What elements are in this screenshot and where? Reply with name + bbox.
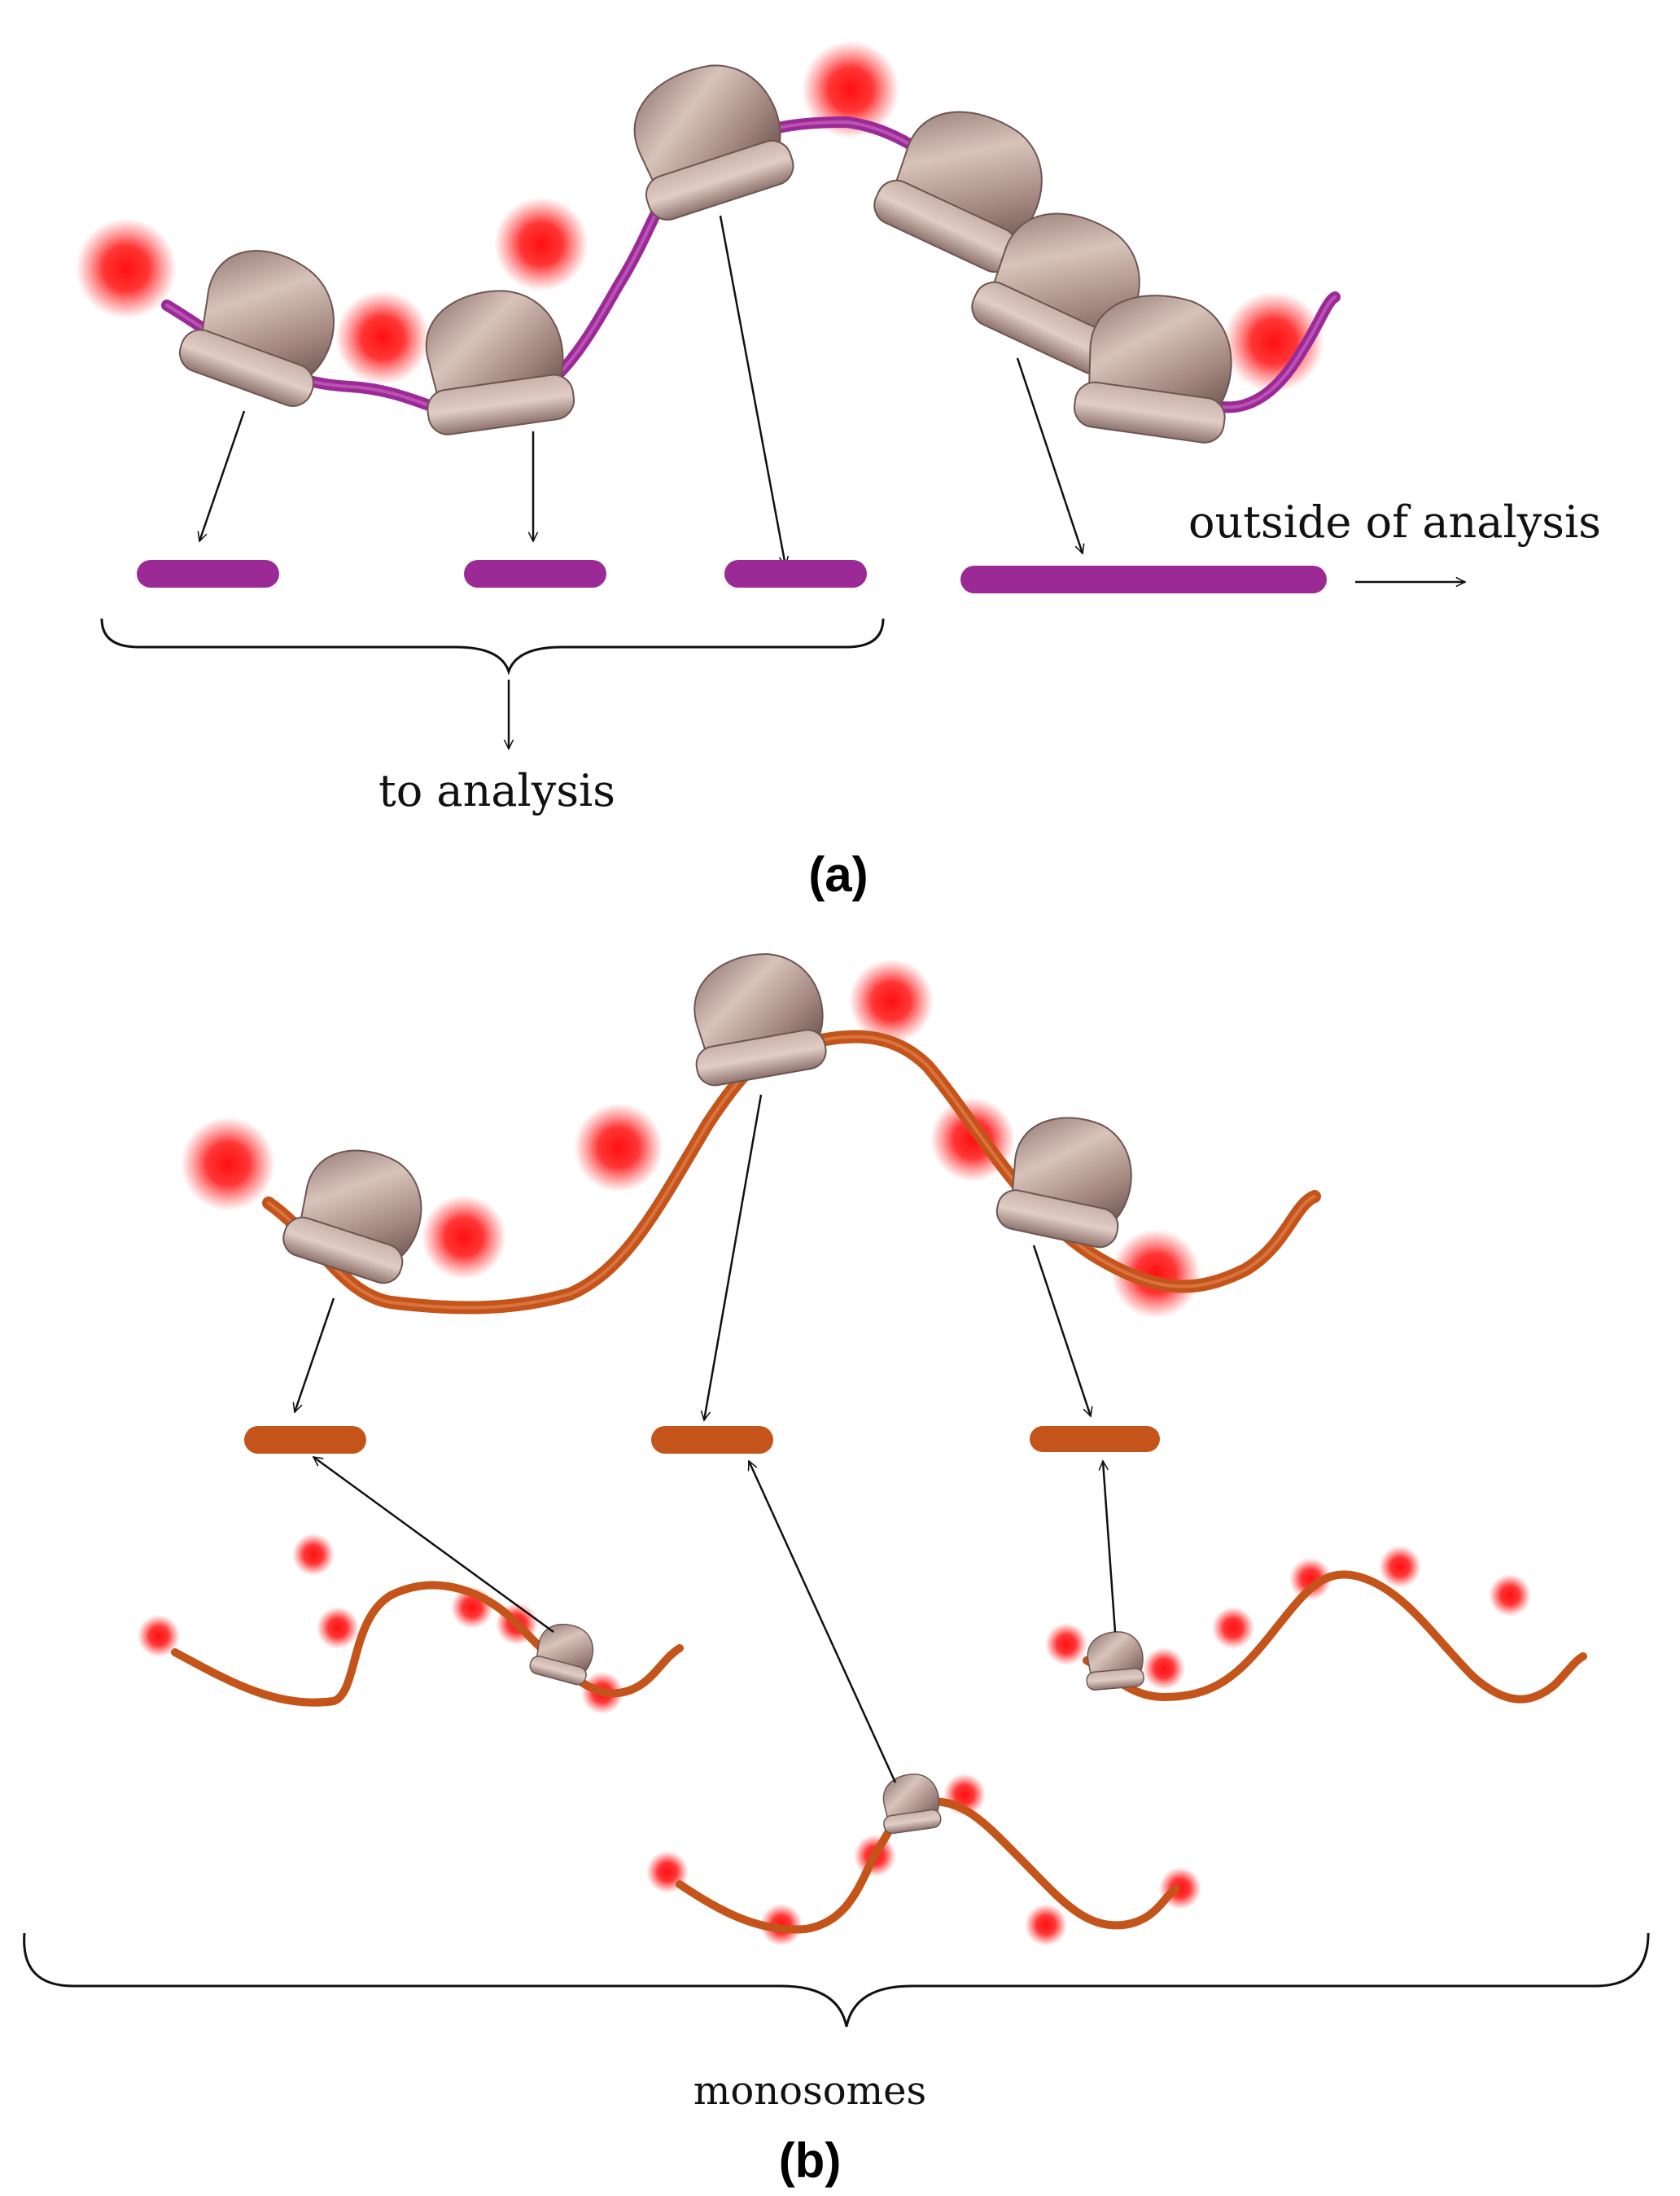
monosome-right [1045,1461,1587,1704]
mrna-fragment [724,560,867,588]
protein-glow-icon [292,1533,335,1576]
protein-glow-icon [1111,1229,1201,1319]
ribosome-icon [995,1117,1132,1249]
monosome-bottom [646,1461,1201,1946]
ribosome-icon [1086,1631,1144,1691]
ribosome-icon [971,212,1140,375]
mrna-fragment [244,1426,366,1454]
arrow-icon [199,410,246,541]
ribosome-icon [178,250,335,407]
mrna-strand-monosome [1083,1570,1587,1704]
arrow-icon [749,1461,897,1783]
arrow-icon [1032,1245,1091,1416]
protein-glow-icon [1045,1623,1087,1665]
protein-glow-icon [1489,1574,1531,1616]
protein-glow-icon [849,959,934,1043]
mrna-strand-monosome [171,1581,684,1707]
protein-glow-icon [494,197,588,291]
protein-glow-group-a [76,41,1324,392]
mrna-fragment [1030,1426,1160,1452]
ribosome-icon [529,1623,594,1686]
ribosome-icon [882,1774,942,1835]
to-analysis-label: to analysis [378,765,615,816]
brace-icon [23,1932,1650,2028]
ribosome-icon [425,290,575,435]
arrow-icon [719,215,785,566]
protein-glow-icon [422,1195,506,1280]
panel-label-a: (a) [808,847,868,902]
protein-glow-icon [1379,1546,1421,1588]
mrna-fragment [137,560,279,588]
panel-b: monosomes (b) [23,953,1650,2188]
ribosome-icon [1073,295,1232,444]
protein-glow-icon [76,218,177,319]
outside-of-analysis-label: outside of analysis [1188,497,1601,548]
protein-glow-icon [802,41,899,138]
protein-glow-icon [1025,1904,1067,1946]
mrna-fragment [464,560,606,588]
protein-glow-icon [1143,1647,1185,1690]
protein-glow-icon [138,1615,180,1657]
mrna-fragment [651,1426,773,1454]
ribosome-icon [633,64,794,221]
brace-icon [100,618,885,676]
ribosome-icon [282,1149,422,1284]
protein-glow-icon [335,291,430,385]
arrow-icon [1103,1461,1117,1633]
protein-glow-icon [1223,291,1324,392]
arrow-icon [704,1094,763,1420]
protein-glow-icon [317,1607,359,1649]
monosome-left [138,1457,684,1714]
arrow-icon [1016,357,1083,553]
ribosome-icon [693,953,827,1087]
protein-glow-icon [574,1103,663,1192]
protein-glow-icon [181,1117,275,1211]
arrow-icon [313,1457,554,1634]
arrow-icon [295,1297,335,1412]
mrna-fragment-long [960,566,1327,593]
panel-a: outside of analysis to analysis (a) [76,41,1601,902]
protein-glow-icon [1289,1558,1332,1600]
protein-glow-icon [1212,1607,1254,1649]
monosomes-label: monosomes [693,2068,926,2114]
panel-label-b: (b) [779,2133,842,2188]
